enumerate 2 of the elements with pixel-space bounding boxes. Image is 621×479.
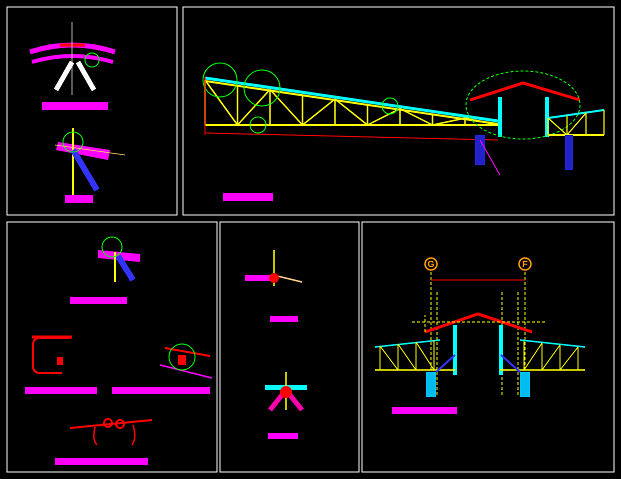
- grid-label: G: [426, 260, 436, 268]
- grid-label: F: [521, 260, 529, 268]
